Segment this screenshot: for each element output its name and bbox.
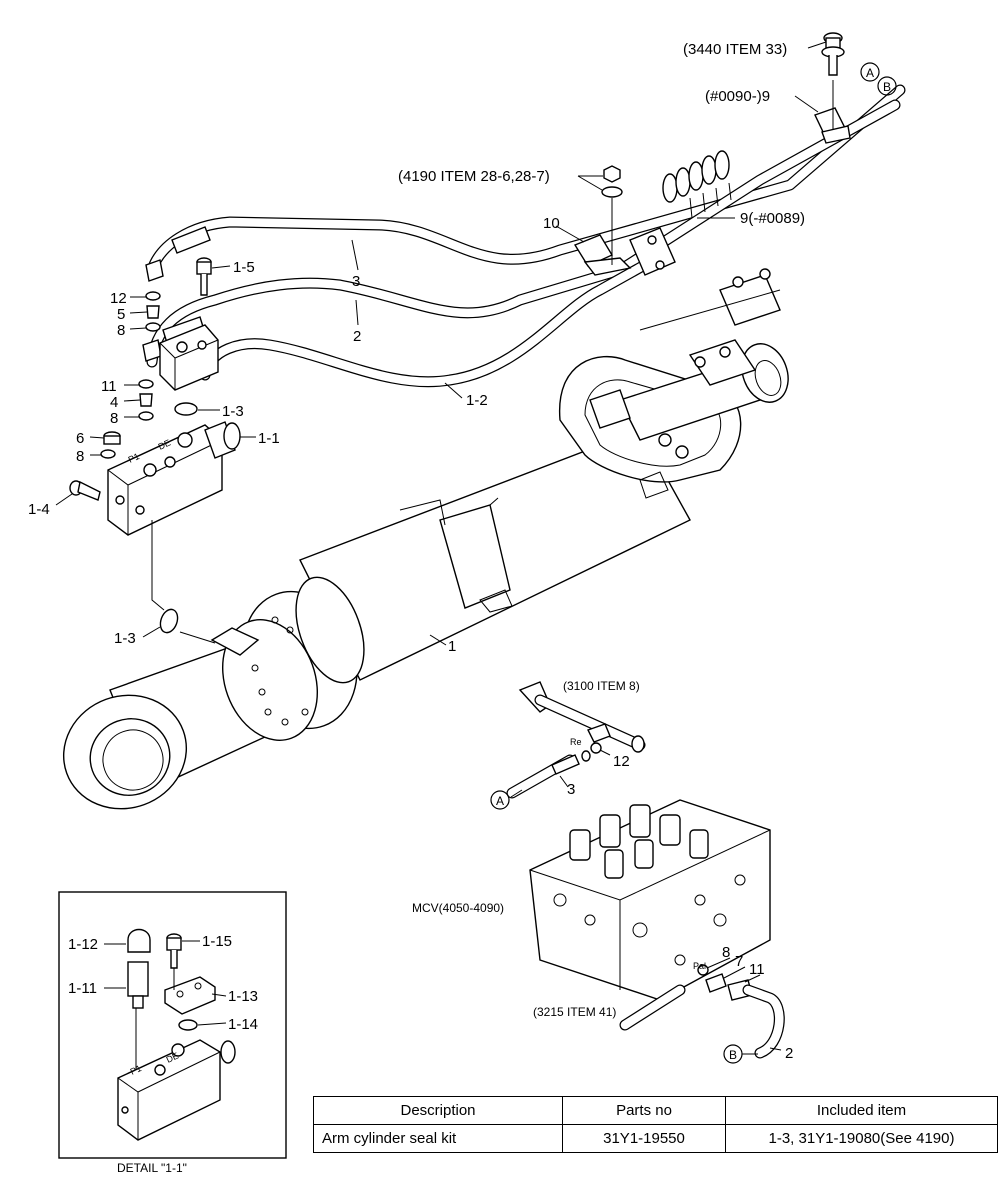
- bolt-1-4: [69, 480, 101, 501]
- detail-label-1-12: 1-12: [68, 936, 98, 953]
- svg-text:DE: DE: [157, 437, 173, 451]
- callout-11: 11: [749, 961, 765, 978]
- pilot-pipe-3100: [506, 681, 646, 799]
- callout-4: 4: [110, 394, 118, 411]
- callout-1-3: 1-3: [114, 630, 136, 647]
- callout-3215: (3215 ITEM 41): [533, 1005, 616, 1019]
- detail-label-1-13: 1-13: [228, 988, 258, 1005]
- arm-cylinder: [62, 268, 789, 810]
- callout-2: 2: [785, 1045, 793, 1062]
- callout-1-3: 1-3: [222, 403, 244, 420]
- port-re: Re: [570, 737, 582, 747]
- parts-table: Description Parts no Included item Arm c…: [313, 1096, 998, 1153]
- callout-1-2: 1-2: [466, 392, 488, 409]
- table-row: Arm cylinder seal kit 31Y1-19550 1-3, 31…: [313, 1124, 998, 1153]
- bolt-1-5: [196, 257, 212, 296]
- cell-parts-no: 31Y1-19550: [562, 1124, 726, 1153]
- callout-3440: (3440 ITEM 33): [683, 41, 787, 58]
- nut-washer-4190: [601, 165, 623, 198]
- callout-1-5: 1-5: [233, 259, 255, 276]
- callout-12: 12: [613, 753, 630, 770]
- marker-b-top: B: [883, 80, 891, 94]
- callout-labels: (3440 ITEM 33) (#0090-)9 (4190 ITEM 28-6…: [28, 41, 891, 1062]
- valve-block-1-1: P1 DE: [107, 421, 241, 536]
- callout-8: 8: [117, 322, 125, 339]
- plug-6: [103, 431, 121, 445]
- callout-8: 8: [76, 448, 84, 465]
- callout-8: 8: [722, 944, 730, 961]
- port-pal: Pal: [693, 961, 706, 971]
- detail-1-1-panel: P1 DE 1-12 1-11 1-15 1-13 1-14: [58, 891, 287, 1159]
- callout-6: 6: [76, 430, 84, 447]
- marker-a-bottom: A: [496, 794, 504, 808]
- pipe-clamps-9: [662, 150, 732, 219]
- callout-3: 3: [567, 781, 575, 798]
- callout-7: 7: [735, 953, 743, 970]
- detail-title: DETAIL "1-1": [117, 1161, 187, 1175]
- pipe-3: [146, 84, 906, 276]
- svg-text:P1: P1: [127, 451, 141, 465]
- callout-5: 5: [117, 306, 125, 323]
- callout-3100: (3100 ITEM 8): [563, 679, 640, 693]
- header-parts-no: Parts no: [562, 1096, 726, 1125]
- small-seals: [100, 291, 198, 634]
- marker-a-top: A: [866, 66, 874, 80]
- callout-1-4: 1-4: [28, 501, 50, 518]
- callout-12: 12: [110, 290, 127, 307]
- callout-0090: (#0090-)9: [705, 88, 770, 105]
- detail-label-1-15: 1-15: [202, 933, 232, 950]
- leader-lines: [55, 41, 827, 1055]
- detail-label-1-11: 1-11: [68, 980, 97, 997]
- callout-0089: 9(-#0089): [740, 210, 805, 227]
- callout-4190: (4190 ITEM 28-6,28-7): [398, 168, 550, 185]
- mcv-fittings: [619, 964, 785, 1059]
- callout-10: 10: [543, 215, 560, 232]
- cell-description: Arm cylinder seal kit: [313, 1124, 563, 1153]
- cell-included-item: 1-3, 31Y1-19080(See 4190): [725, 1124, 998, 1153]
- main-control-valve: [529, 799, 771, 1001]
- header-description: Description: [313, 1096, 563, 1125]
- callout-mcv: MCV(4050-4090): [412, 901, 504, 915]
- pipe-1-2: [199, 256, 656, 388]
- callout-1-1: 1-1: [258, 430, 280, 447]
- callout-3: 3: [352, 273, 360, 290]
- bolt-3440: [821, 32, 845, 76]
- table-header-row: Description Parts no Included item: [313, 1096, 998, 1125]
- callout-11: 11: [101, 378, 117, 395]
- marker-b-bottom: B: [729, 1048, 737, 1062]
- flange-block-1-5: [159, 324, 219, 391]
- detail-label-1-14: 1-14: [228, 1016, 258, 1033]
- callout-2: 2: [353, 328, 361, 345]
- header-included-item: Included item: [725, 1096, 998, 1125]
- svg-text:DE: DE: [165, 1050, 181, 1064]
- pipe-2: [146, 99, 901, 368]
- callout-8: 8: [110, 410, 118, 427]
- callout-1: 1: [448, 638, 456, 655]
- pipe-fittings: [142, 226, 211, 362]
